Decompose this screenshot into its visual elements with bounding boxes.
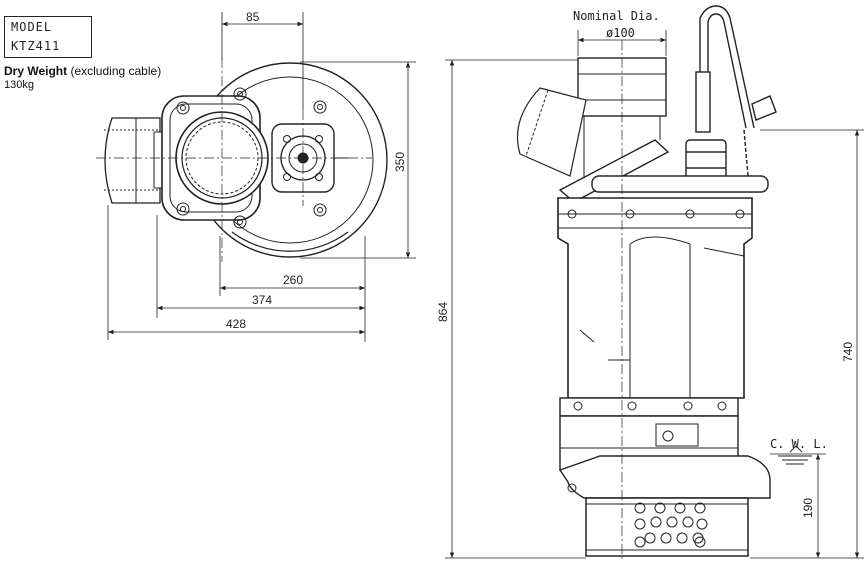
lifting-handle	[685, 5, 777, 181]
dim-864: 864	[436, 302, 450, 322]
elbow-flange	[516, 87, 670, 203]
model-value: KTZ411	[11, 39, 61, 53]
strainer-holes	[634, 502, 708, 548]
model-box: MODEL KTZ411	[4, 16, 92, 58]
dim-350: 350	[393, 152, 407, 172]
dry-weight-heading: Dry Weight (excluding cable)	[4, 64, 161, 78]
strainer-base	[558, 455, 771, 557]
top-clamp	[591, 175, 769, 193]
nominal-dia-label: Nominal Dia.	[573, 9, 660, 23]
top-view	[96, 58, 388, 262]
top-view-dimensions	[107, 12, 416, 342]
dry-weight-note: (excluding cable)	[70, 64, 162, 78]
motor-housing	[557, 197, 753, 399]
dim-190: 190	[801, 498, 815, 518]
model-label: MODEL	[11, 20, 53, 34]
dim-85: 85	[246, 10, 260, 24]
water-level-symbol	[778, 445, 812, 465]
dim-374: 374	[252, 293, 272, 307]
dry-weight-label: Dry Weight	[4, 64, 68, 78]
dim-260: 260	[283, 273, 303, 287]
dry-weight-value: 130kg	[4, 79, 34, 91]
side-view	[516, 5, 777, 560]
cwl-label: C. W. L.	[770, 437, 828, 451]
side-view-dimensions	[445, 30, 864, 559]
nominal-dia-value: ø100	[606, 26, 635, 40]
dim-428: 428	[226, 317, 246, 331]
dim-740: 740	[841, 342, 855, 362]
body-bolts	[176, 87, 327, 229]
discharge-stub	[104, 117, 167, 204]
